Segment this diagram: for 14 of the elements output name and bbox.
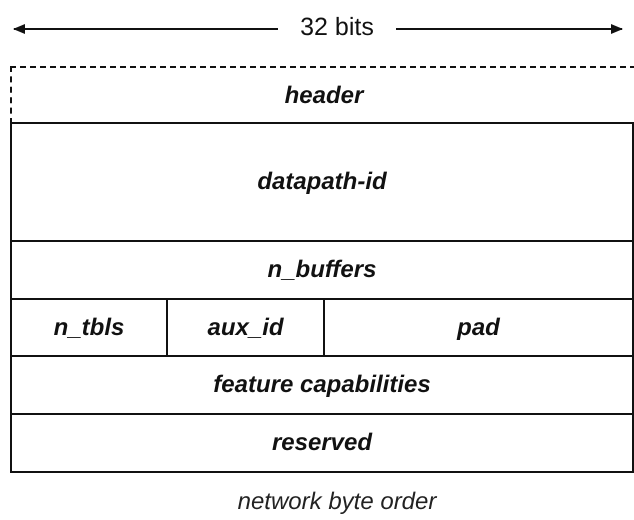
packet-field bbox=[10, 122, 634, 242]
field-name: feature capabilities bbox=[213, 371, 431, 399]
field-name: n_tbls bbox=[54, 314, 124, 342]
field-name: datapath-id bbox=[257, 168, 387, 196]
packet-field bbox=[10, 355, 634, 415]
field-name: header bbox=[284, 82, 364, 110]
field-name: n_buffers bbox=[268, 256, 376, 284]
field-name: aux_id bbox=[207, 314, 284, 342]
field-name: reserved bbox=[272, 429, 372, 457]
caption: network byte order bbox=[236, 488, 438, 516]
packet-field bbox=[10, 240, 634, 300]
packet-field bbox=[10, 413, 634, 473]
dimension-label: 32 bits bbox=[299, 13, 375, 42]
field-name: pad bbox=[457, 314, 500, 342]
